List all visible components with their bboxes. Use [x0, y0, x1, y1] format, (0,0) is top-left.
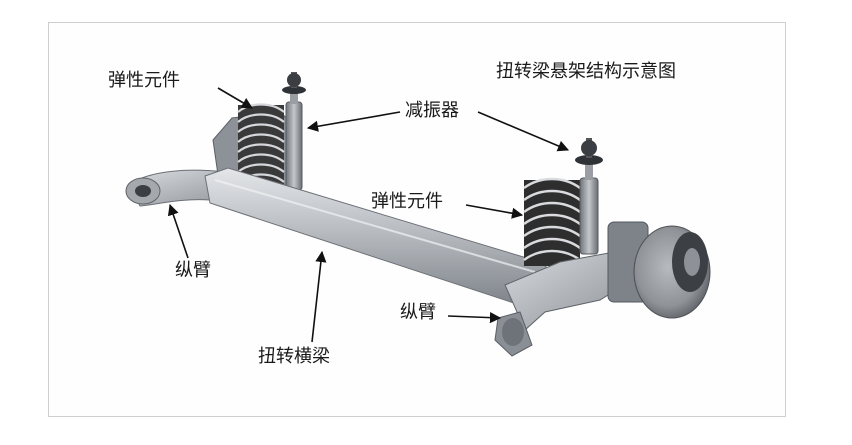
leader-arrows: [167, 87, 570, 343]
arrow-arm-right: [447, 312, 502, 324]
label-spring-top: 弹性元件: [108, 70, 180, 91]
label-spring-right: 弹性元件: [371, 191, 443, 212]
label-shock-absorber: 减振器: [405, 100, 459, 121]
label-trailing-arm-left: 纵臂: [175, 260, 211, 281]
arrow-arm-left: [167, 203, 189, 259]
right-shock-absorber: [575, 138, 603, 255]
right-trailing-arm: [494, 249, 641, 357]
arrow-shock-right: [477, 111, 570, 152]
right-coil-spring: [523, 177, 581, 266]
arrow-spring-top: [217, 87, 253, 109]
diagram-title: 扭转梁悬架结构示意图: [496, 61, 676, 82]
torsion-beam: [204, 167, 566, 306]
label-trailing-arm-right: 纵臂: [400, 302, 436, 323]
wheel-hub-brake: [607, 221, 711, 319]
arrow-spring-right: [465, 204, 524, 219]
arrow-beam: [311, 250, 327, 343]
left-shock-absorber: [282, 72, 306, 191]
label-torsion-beam: 扭转横梁: [258, 346, 330, 367]
arrow-shock-left: [306, 111, 401, 132]
diagram-frame: [48, 22, 786, 417]
